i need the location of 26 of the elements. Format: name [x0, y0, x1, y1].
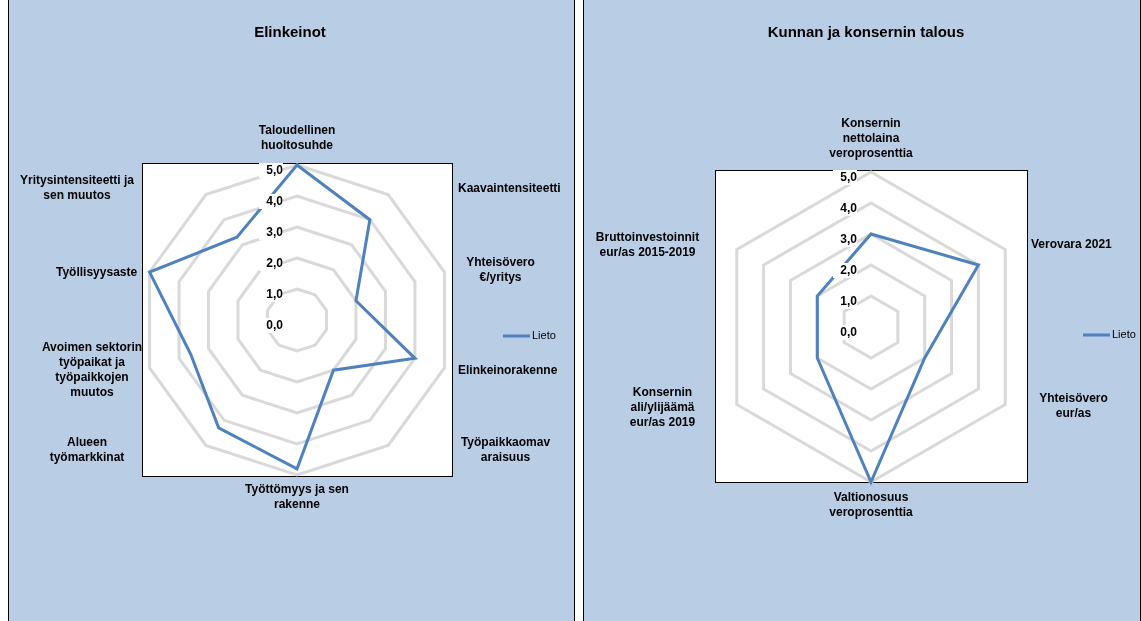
- axis-label: Työpaikkaomavaraisuus: [459, 435, 552, 465]
- axis-label: Konsernin nettolaina veroprosenttia: [828, 115, 914, 161]
- axis-label: Elinkeinorakenne: [458, 362, 558, 378]
- axis-label: Avoimen sektorin työpaikat ja työpaikkojen muutos: [40, 340, 144, 400]
- legend-label: Lieto: [1112, 327, 1136, 342]
- axis-label: Alueen työmarkkinat: [48, 435, 126, 465]
- tick-label: 4,0: [259, 194, 283, 209]
- tick-label: 5,0: [259, 163, 283, 178]
- tick-label: 5,0: [833, 170, 857, 185]
- tick-label: 2,0: [259, 256, 283, 271]
- axis-label: Yhteisövero eur/as: [1038, 391, 1109, 421]
- axis-label: Valtionosuus veroprosenttia: [828, 490, 914, 520]
- axis-label: Yhteisövero €/yritys: [465, 255, 536, 285]
- tick-label: 2,0: [833, 263, 857, 278]
- legend-label: Lieto: [532, 328, 556, 343]
- axis-label: Verovara 2021: [1031, 236, 1112, 252]
- axis-label: Konsernin ali/ylijäämä eur/as 2019: [628, 384, 697, 430]
- tick-label: 3,0: [259, 225, 283, 240]
- axis-label: Kaavaintensiteetti: [458, 180, 561, 196]
- axis-label: Työttömyys ja sen rakenne: [244, 482, 350, 512]
- axis-label: Taloudellinen huoltosuhde: [257, 123, 337, 153]
- axis-label: Bruttoinvestoinnit eur/as 2015-2019: [594, 230, 701, 260]
- chart-title: Kunnan ja konsernin talous: [767, 23, 965, 40]
- axis-label: Yritysintensiteetti ja sen muutos: [18, 173, 135, 203]
- axis-label: Työllisyysaste: [56, 264, 138, 280]
- chart-title: Elinkeinot: [254, 23, 326, 40]
